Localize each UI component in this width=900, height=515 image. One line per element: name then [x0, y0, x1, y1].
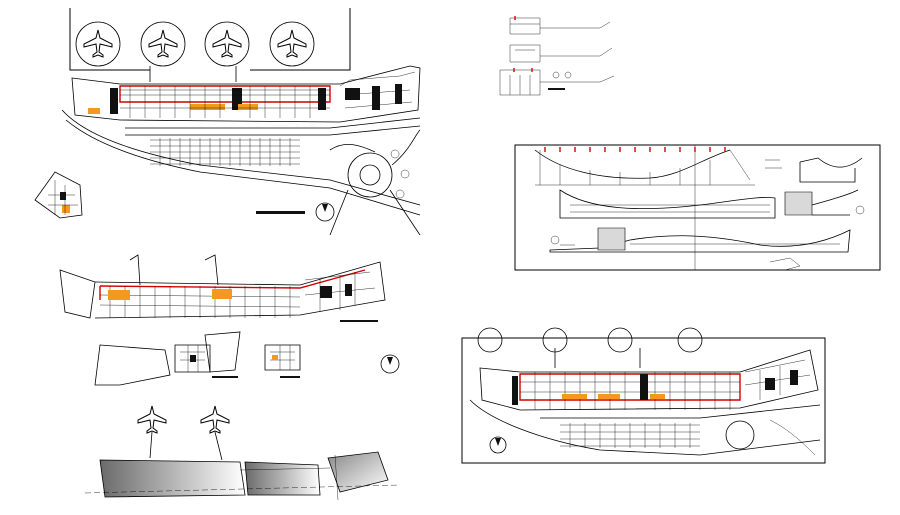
elevations-panel	[514, 144, 881, 271]
site-plan-main	[61, 8, 421, 236]
floor-plan-level	[59, 254, 386, 322]
airplane-icon	[137, 405, 230, 434]
site-plan-secondary	[461, 327, 826, 464]
terminal-massing	[84, 405, 401, 501]
detail-plans-middle	[94, 331, 400, 386]
north-arrow-icon	[489, 436, 507, 454]
airplane-icon	[75, 21, 315, 67]
sections-small	[499, 16, 615, 96]
detail-plan-small	[34, 171, 83, 219]
north-arrow-icon	[380, 354, 400, 374]
